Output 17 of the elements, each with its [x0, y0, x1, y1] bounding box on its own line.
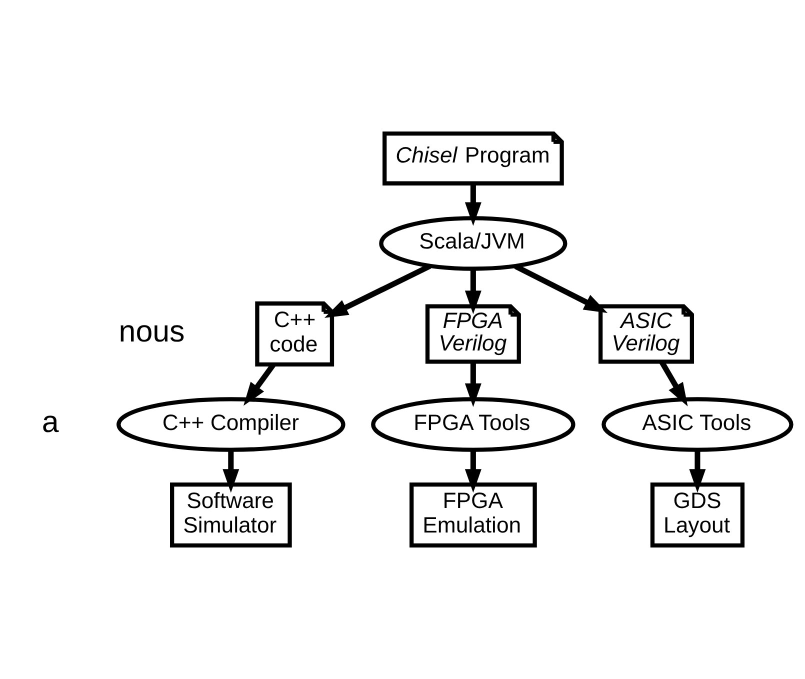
node-ellipse: Scala/JVM	[379, 216, 568, 271]
arrow	[464, 450, 482, 493]
node-ellipse: ASIC Tools	[602, 397, 794, 452]
label: a	[42, 405, 59, 440]
arrow	[464, 184, 482, 226]
arrow	[689, 450, 706, 493]
arrow	[514, 264, 608, 313]
arrow	[222, 450, 240, 493]
node-box: Software Simulator	[170, 482, 292, 548]
label: nous	[118, 314, 185, 349]
arrow	[464, 269, 482, 314]
arrow	[464, 362, 482, 407]
arrow	[324, 264, 432, 318]
node-box: FPGA Emulation	[410, 482, 537, 548]
node-ellipse: C++ Compiler	[116, 397, 346, 452]
node-ellipse: FPGA Tools	[371, 397, 576, 452]
node-box: GDS Layout	[650, 482, 745, 548]
